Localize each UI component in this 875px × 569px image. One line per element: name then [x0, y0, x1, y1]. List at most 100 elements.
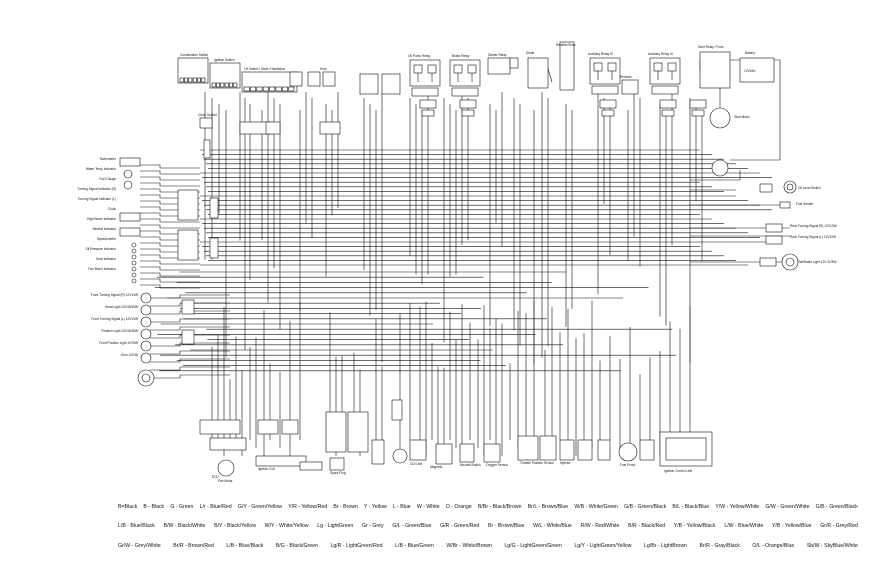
legend-item: R/W - Red/White	[580, 523, 620, 529]
high-beam-ind-label: High Beam Indicator	[87, 217, 117, 221]
legend-item: Br/L - Brown/Blue	[527, 504, 569, 510]
legend-item: Br/R - Brown/Red	[173, 543, 214, 549]
fuel-pump-relay-label: Oil Pump Relay	[408, 54, 431, 58]
starter-relay-fuse-label: Start Relay / Fuse	[698, 45, 724, 49]
legend-item: Y - Yellow	[364, 504, 387, 510]
legend-item: Gr/W - Grey/White	[118, 543, 161, 549]
handlebar-switches-label: LH Switch / Start / Handlebar	[244, 67, 286, 71]
legend-item: Lg - LightGreen	[317, 523, 354, 529]
legend-item: Y/B - Yellow/Blue	[771, 523, 812, 529]
legend-item: B - Black	[143, 504, 165, 510]
fan-motor-label: Fan Motor	[218, 479, 233, 483]
bottom-components	[199, 399, 713, 477]
brake-relay	[449, 59, 481, 97]
legend-item: B/W - Black/White	[163, 523, 206, 529]
legend-item: B/Br - Black/Brown	[477, 504, 522, 510]
legend-item: Gr - Grey	[361, 523, 384, 529]
clock-socket-label: Clock Socket	[198, 113, 217, 117]
combination-switch	[177, 57, 209, 84]
front-turn-r-label: Front Turning Signal (R) 12V10W	[91, 293, 138, 297]
legend-item: L/r - Blue/Red	[199, 504, 232, 510]
legend-item: O/L - Orange/Blue	[752, 543, 795, 549]
legend-item: G/R - Green/Red	[440, 523, 480, 529]
legend-item: L/B - Blue/Black	[226, 543, 264, 549]
legend-item: W/Y - White/Yellow	[264, 523, 309, 529]
ignition-coil-label: Ignition Coil	[258, 467, 275, 471]
rear-turn-l-label: Rear Turning Signal (L) 12V10W	[790, 235, 836, 239]
fuel-sender-label: Fuel Sender	[796, 202, 814, 206]
legend-row-1: B=Black B - Black G - Green L/r - Blue/Red G…	[118, 504, 858, 510]
starter-relay-top-label: Starter Relay	[488, 53, 507, 57]
legend-item: B/L - Black/Blue	[672, 504, 710, 510]
legend-item: L - Blue	[392, 504, 411, 510]
legend-item: Y/B - Yellow/Black	[673, 523, 716, 529]
legend-item: Sb/W - SkyBlue/White	[806, 543, 858, 549]
legend-item: Lg/G - LightGreen/Green	[504, 543, 562, 549]
component-boxes	[119, 41, 799, 477]
legend-item: Br - Brown/Blue	[488, 523, 525, 529]
stop-light-label: Oil Level Switch	[798, 186, 821, 190]
ecu-label: ECU	[212, 475, 219, 479]
legend-item: Gr/R - Grey/Red	[820, 523, 858, 529]
legend-item: G - Green	[170, 504, 194, 510]
head-light-label: Head Light 12V35/35W	[105, 305, 138, 309]
oxygen-sensor-label: Oxygen Sensor	[486, 463, 509, 467]
turn-signal-ind-l-label: Turning Signal Indicator (L)	[78, 197, 116, 201]
ignition-control-label: Ignition Control Unit	[664, 469, 692, 473]
diode-label: Diode	[526, 51, 535, 55]
ignition-switch	[209, 62, 241, 89]
legend-item: B/R - Black/Red	[628, 523, 666, 529]
legend-item: L/B - Blue/Green	[395, 543, 434, 549]
legend-item: B/G - Black/Green	[275, 543, 318, 549]
aux-relay-1	[589, 57, 621, 95]
legend-item: Br/R - Gray/Black	[699, 543, 740, 549]
throttle-sensor-label: Throttle Position Sensor	[520, 461, 555, 465]
fuel-gauge-label: Fuel Gauge	[99, 177, 116, 181]
legend-item: W/B - White/Green	[574, 504, 618, 510]
legend-item: Y/W - Yellow/White	[715, 504, 760, 510]
tachometer-label: Tachometer	[99, 157, 117, 161]
gear-ind-label: Gear Indicator	[96, 257, 117, 261]
battery-spec-label: 12V9Ah	[744, 69, 756, 73]
aux-relay-2-label: Auxiliary Relay III	[648, 52, 673, 56]
front-turn-l-label: Front Turning Signal (L) 12V10W	[91, 317, 138, 321]
ignition-switch-label: Ignition Switch	[214, 58, 235, 62]
legend-item: Lg/Br - LightBrown	[643, 543, 687, 549]
legend-item: G/B - Green/Black	[815, 504, 858, 510]
legend-item: W/L - White/Blue	[533, 523, 572, 529]
fan-ind-label: Fan Motor Indicator	[88, 267, 117, 271]
neutral-switch-label: Neutral Switch	[460, 463, 481, 467]
cdi-label: CDI Unit	[410, 462, 422, 466]
legend-item: Lg/Y - LightGreen/Yellow	[574, 543, 632, 549]
handlebar-switches	[241, 71, 298, 93]
water-temp-label: Water Temp Indicator	[86, 167, 117, 171]
front-pos-label: Front Position Light 12V5W	[99, 341, 138, 345]
rear-turn-r-label: Rear Turning Signal (R) 12V10W	[790, 224, 837, 228]
legend-item: W - White	[416, 504, 440, 510]
legend-item: B=Black	[118, 504, 138, 510]
aux-relay-1-label: Auxiliary Relay IV	[588, 52, 614, 56]
rectifier-label: Rectifier/Fuse	[556, 43, 576, 47]
neutral-ind-label: Neutral Indicator	[93, 227, 117, 231]
resistor-label: Resistor	[620, 75, 633, 79]
legend-item: Lg/R - LightGreen/Red	[330, 543, 383, 549]
legend-item: O - Orange	[445, 504, 472, 510]
aux-relay-2	[649, 57, 681, 95]
start-motor-label: Start Motor	[734, 115, 751, 119]
oil-pressure-ind-label: Oil Pressure Indicator	[85, 247, 117, 251]
legend-item: G/L - Green/Blue	[392, 523, 432, 529]
injector-label: Injector	[560, 461, 571, 465]
rear-lamps	[759, 180, 799, 271]
legend-item: G/Y - Green/Yellow	[237, 504, 282, 510]
battery-label: Battery	[745, 51, 756, 55]
clock-display-label: Clock	[108, 207, 116, 211]
fuel-pump-relay	[409, 59, 441, 97]
front-lamps	[137, 292, 195, 387]
pos-light-label: Position Light 12V35/35W	[101, 329, 138, 333]
tail-light-label: Tail/Brake Light 12V 21/5W	[798, 260, 836, 264]
combination-switch-label: Combination Switch	[180, 53, 208, 57]
horn-label: Horn	[320, 67, 327, 71]
